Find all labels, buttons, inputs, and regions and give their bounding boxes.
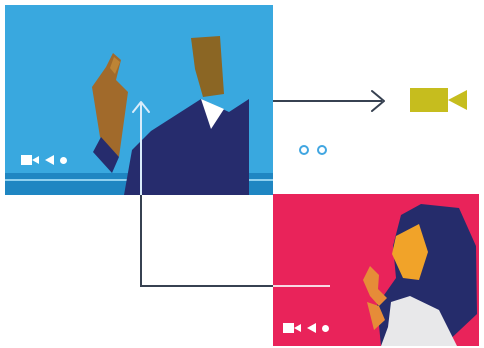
video-camera-body [410, 88, 448, 112]
ring-right-icon [317, 145, 327, 155]
ring-left-icon [299, 145, 309, 155]
video-camera-icon [410, 88, 467, 112]
video-camera-lens [448, 90, 467, 110]
return-connector-line [141, 103, 273, 286]
ring-pair [299, 145, 327, 155]
